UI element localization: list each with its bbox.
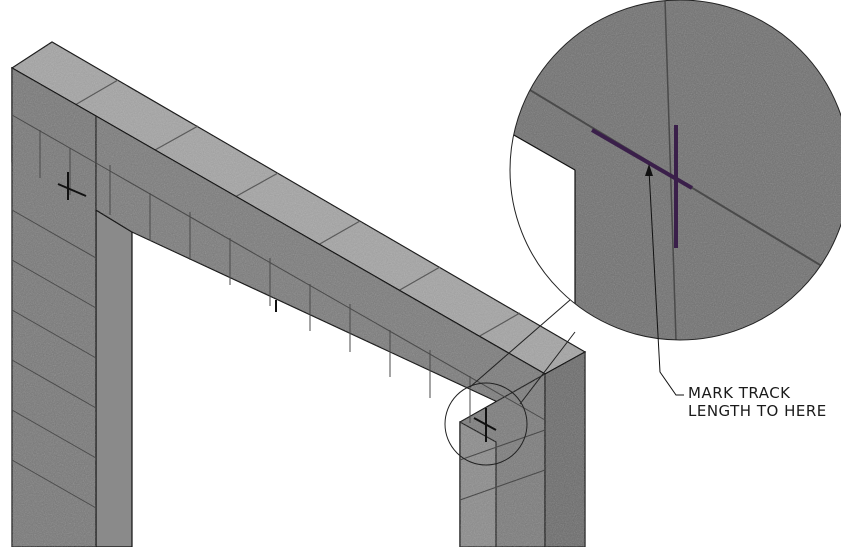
callout-leader [648,169,684,396]
top-block-joints [74,79,521,338]
front-mortar-joints [11,114,546,509]
callout-label: MARK TRACK LENGTH TO HERE [688,384,827,420]
detail-circle [444,382,528,466]
zoom-connector-right [519,331,576,405]
layout-mark-left [57,172,87,200]
header-soffit-face [95,208,133,548]
zoom-detail [510,0,841,340]
zoom-connector-left [469,299,571,388]
callout-line-2: LENGTH TO HERE [688,402,827,420]
callout-line-1: MARK TRACK [688,384,791,402]
layout-mark-right [473,408,497,442]
callout-arrowhead [645,164,653,176]
